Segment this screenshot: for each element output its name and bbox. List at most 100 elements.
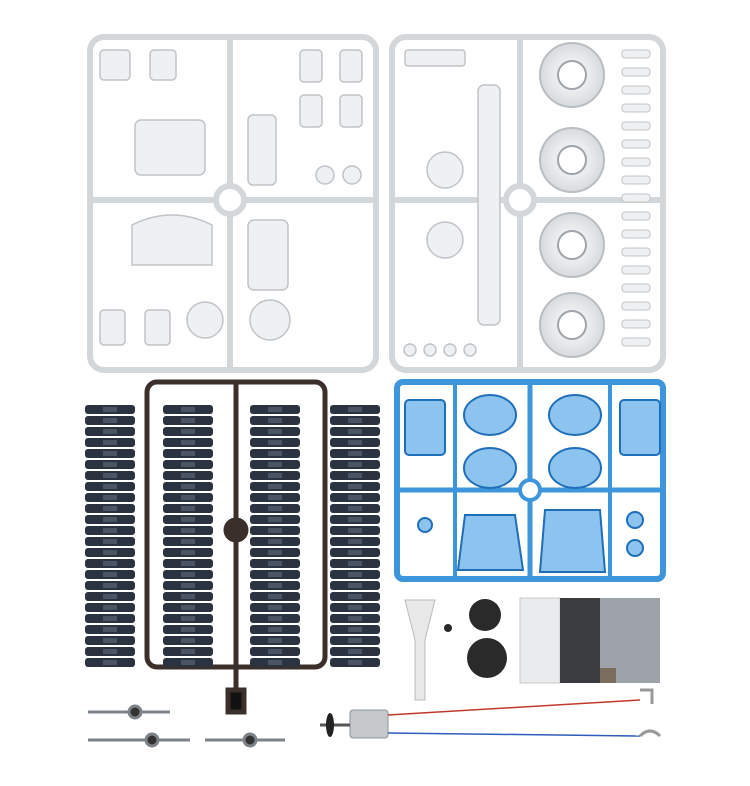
- track-link-guide: [268, 451, 282, 456]
- track-link-guide: [268, 495, 282, 500]
- track-link-guide: [348, 649, 362, 654]
- track-pin: [621, 139, 651, 149]
- track-pin: [621, 283, 651, 293]
- track-pin: [621, 247, 651, 257]
- track-link-guide: [181, 572, 195, 577]
- track-link-guide: [103, 506, 117, 511]
- track-link-guide: [268, 660, 282, 665]
- track-link-guide: [268, 528, 282, 533]
- track-link-guide: [181, 616, 195, 621]
- track-link-guide: [103, 407, 117, 412]
- track-link-guide: [103, 528, 117, 533]
- track-link-guide: [181, 649, 195, 654]
- track-link-guide: [181, 429, 195, 434]
- track-pin: [621, 211, 651, 221]
- track-link-guide: [348, 583, 362, 588]
- track-link-guide: [103, 473, 117, 478]
- track-link-guide: [181, 638, 195, 643]
- black-gears: [444, 599, 507, 678]
- track-link-guide: [103, 605, 117, 610]
- track-pin: [621, 193, 651, 203]
- track-link-guide: [268, 418, 282, 423]
- wheel-hub: [557, 310, 587, 340]
- track-link-guide: [348, 495, 362, 500]
- track-link-guide: [103, 451, 117, 456]
- track-link-guide: [348, 627, 362, 632]
- track-link-guide: [181, 517, 195, 522]
- track-link-guide: [103, 517, 117, 522]
- track-link-guide: [103, 627, 117, 632]
- track-link-guide: [181, 473, 195, 478]
- track-link-guide: [268, 506, 282, 511]
- track-link-guide: [181, 407, 195, 412]
- metal-plates: [519, 597, 660, 684]
- wheel-hub: [557, 230, 587, 260]
- track-links: [85, 405, 380, 667]
- funnel: [404, 599, 436, 701]
- track-pin: [621, 157, 651, 167]
- track-link-guide: [181, 539, 195, 544]
- track-link-guide: [103, 440, 117, 445]
- track-link-guide: [181, 484, 195, 489]
- white-sprue-right: [389, 34, 666, 373]
- wires: [387, 688, 662, 738]
- track-link-guide: [268, 627, 282, 632]
- track-link-guide: [348, 506, 362, 511]
- track-link-guide: [268, 583, 282, 588]
- track-pin: [621, 301, 651, 311]
- track-link-guide: [348, 528, 362, 533]
- track-link-guide: [103, 561, 117, 566]
- track-link-guide: [103, 418, 117, 423]
- track-link-guide: [181, 451, 195, 456]
- track-link-guide: [268, 539, 282, 544]
- track-link-guide: [268, 440, 282, 445]
- track-link-guide: [268, 550, 282, 555]
- track-link-guide: [103, 495, 117, 500]
- track-link-guide: [348, 638, 362, 643]
- axles: [88, 704, 285, 748]
- track-link-guide: [348, 594, 362, 599]
- track-pin: [621, 121, 651, 131]
- track-link-guide: [268, 649, 282, 654]
- track-link-guide: [103, 484, 117, 489]
- track-link-guide: [348, 407, 362, 412]
- track-pin: [621, 319, 651, 329]
- track-link-guide: [348, 550, 362, 555]
- track-link-guide: [348, 539, 362, 544]
- track-link-guide: [181, 594, 195, 599]
- track-link-guide: [103, 594, 117, 599]
- track-link-guide: [268, 484, 282, 489]
- track-link-guide: [103, 572, 117, 577]
- track-link-guide: [348, 473, 362, 478]
- track-link-guide: [268, 407, 282, 412]
- track-pins: [621, 49, 651, 347]
- track-link-guide: [181, 528, 195, 533]
- track-link-guide: [181, 627, 195, 632]
- track-link-guide: [103, 638, 117, 643]
- track-link-guide: [103, 583, 117, 588]
- track-link-guide: [103, 429, 117, 434]
- track-sprue-frame: [144, 379, 328, 715]
- track-link-guide: [103, 462, 117, 467]
- track-link-guide: [268, 638, 282, 643]
- track-link-guide: [348, 440, 362, 445]
- track-link-guide: [268, 561, 282, 566]
- track-link-guide: [181, 440, 195, 445]
- track-pin: [621, 229, 651, 239]
- track-link-guide: [181, 462, 195, 467]
- track-link-guide: [181, 605, 195, 610]
- track-pin: [621, 67, 651, 77]
- track-link-guide: [103, 550, 117, 555]
- track-pin: [621, 103, 651, 113]
- track-link-guide: [103, 616, 117, 621]
- track-pin: [621, 85, 651, 95]
- track-link-guide: [103, 539, 117, 544]
- track-link-guide: [348, 484, 362, 489]
- track-link-guide: [103, 660, 117, 665]
- white-parts-right: [403, 49, 501, 357]
- track-pin: [621, 49, 651, 59]
- wheel-hub: [557, 60, 587, 90]
- track-link-guide: [268, 473, 282, 478]
- track-link-guide: [181, 550, 195, 555]
- road-wheels: [539, 42, 605, 358]
